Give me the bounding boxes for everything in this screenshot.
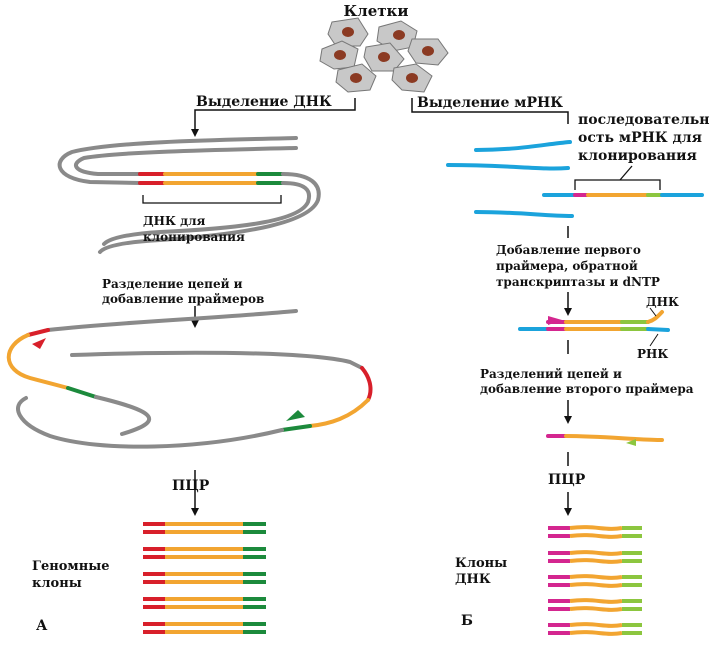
mrna-strands (446, 140, 704, 218)
mrna-seq-line2: ость мРНК для (578, 130, 702, 146)
left-step2-line1: Разделение цепей и (102, 277, 243, 291)
separated-strands (6, 309, 373, 449)
mrna-pointer (619, 165, 633, 181)
cell (335, 63, 377, 93)
right-step2-line2: праймера, обратной (496, 259, 638, 273)
genomic-dna (57, 136, 321, 254)
dna-bracket (142, 195, 282, 204)
right-step2-line3: транскриптазы и dNTP (496, 275, 660, 289)
second-primer (626, 439, 636, 446)
left-step2-line2: добавление праймеров (102, 292, 264, 306)
cdna-clones-line1: Клоны (455, 556, 507, 571)
mrna-bracket (574, 179, 661, 190)
mrna-seq-line1: последовательн (578, 112, 710, 128)
cell (407, 38, 449, 66)
primer-green (286, 410, 305, 421)
clone-orange-segment (569, 574, 623, 580)
clone-orange-segment (569, 582, 623, 588)
right-pcr-label: ПЦР (548, 472, 586, 488)
cell (391, 63, 433, 93)
cell (363, 42, 405, 72)
cells-title: Клетки (343, 2, 408, 20)
dna-label-line2: клонирования (143, 230, 245, 244)
clone-orange-segment (569, 622, 623, 628)
branch-line-right (411, 98, 569, 124)
first-primer (548, 316, 562, 325)
clone-orange-segment (569, 550, 623, 556)
genomic-clones (143, 522, 266, 634)
right-step2-line1: Добавление первого (496, 243, 641, 257)
cdna-clones-line2: ДНК (455, 572, 491, 587)
branch-arrow-left (191, 98, 356, 137)
primer-red (32, 338, 46, 349)
right-step1-label: Выделение мРНК (417, 95, 563, 111)
rna-tag: РНК (637, 347, 668, 361)
clone-orange-segment (569, 533, 623, 539)
cells-cluster (319, 17, 449, 93)
cell (327, 17, 369, 47)
cdna-strand (546, 434, 664, 442)
clone-orange-segment (569, 525, 623, 531)
right-step3-line2: добавление второго праймера (480, 382, 694, 396)
left-step1-label: Выделение ДНК (196, 94, 332, 110)
left-pcr-label: ПЦР (172, 478, 210, 494)
dna-tag: ДНК (646, 295, 679, 309)
dna-tag-pointer (649, 307, 657, 317)
panel-label-a: А (36, 618, 48, 634)
panel-label-b: Б (461, 613, 473, 629)
rna-tag-pointer (649, 333, 659, 347)
dna-rna-hybrid (518, 310, 670, 332)
clone-orange-segment (569, 630, 623, 636)
clone-orange-segment (569, 558, 623, 564)
dna-label-line1: ДНК для (143, 214, 206, 228)
genomic-clones-line2: клоны (32, 576, 82, 591)
right-step3-line1: Разделений цепей и (480, 367, 622, 381)
cdna-clones (548, 525, 642, 636)
clone-orange-segment (569, 598, 623, 604)
mrna-seq-line3: клонирования (578, 148, 697, 164)
genomic-clones-line1: Геномные (32, 559, 110, 574)
clone-orange-segment (569, 606, 623, 612)
